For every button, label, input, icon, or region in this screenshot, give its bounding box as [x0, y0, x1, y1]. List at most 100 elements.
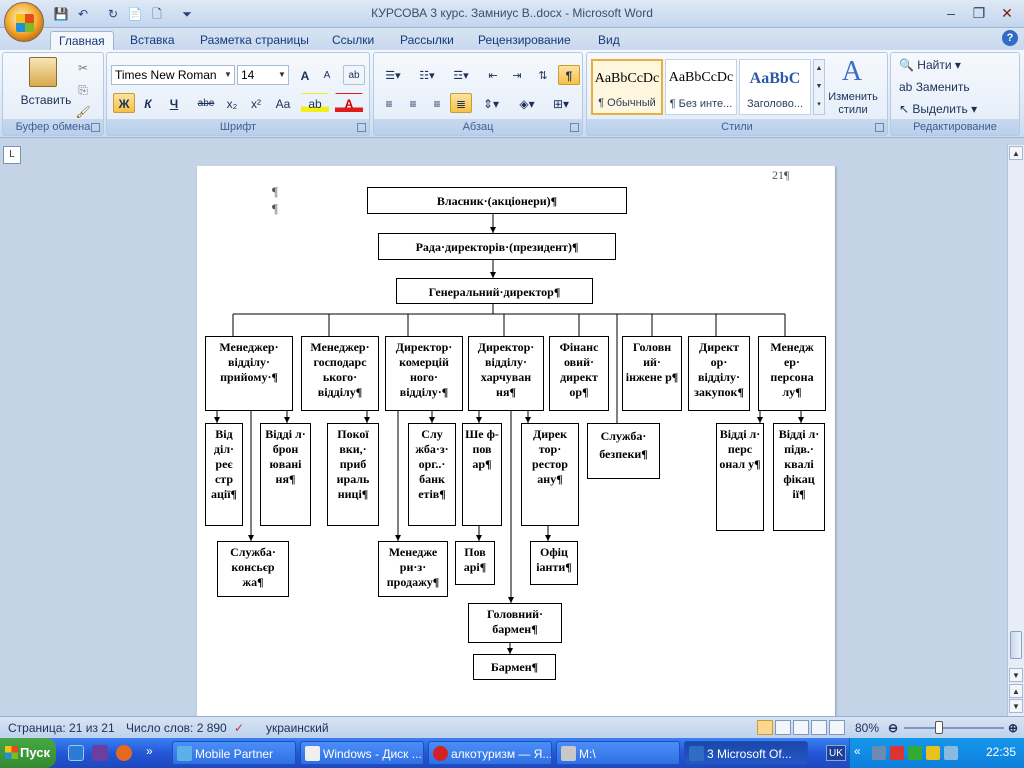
change-case-button[interactable]: Aa	[275, 97, 291, 111]
zoom-in-icon[interactable]: ⊕	[1008, 721, 1019, 735]
font-size-combo[interactable]: 14▼	[237, 65, 289, 85]
font-launcher-icon[interactable]	[357, 123, 366, 132]
clock[interactable]: 22:35	[985, 745, 1016, 759]
volume-icon[interactable]	[944, 746, 958, 760]
subscript-button[interactable]: x₂	[226, 97, 238, 111]
tab-insert[interactable]: Вставка	[130, 33, 175, 47]
style-normal[interactable]: AaBbCcDc ¶ Обычный	[591, 59, 663, 115]
zoom-slider[interactable]	[904, 727, 1004, 729]
align-right-icon[interactable]: ≡	[433, 97, 441, 111]
next-page-icon[interactable]: ▼	[1009, 699, 1023, 713]
scroll-down-icon[interactable]: ▼	[1009, 668, 1023, 682]
numbering-icon[interactable]: ☷▾	[419, 70, 435, 82]
format-painter-icon[interactable]: 🖌	[75, 105, 91, 119]
save-icon[interactable]: 💾	[53, 7, 69, 21]
language-indicator[interactable]: украинский	[266, 721, 329, 735]
scroll-up-icon[interactable]: ▲	[1009, 146, 1023, 160]
tab-home[interactable]: Главная	[50, 31, 114, 50]
tab-review[interactable]: Рецензирование	[478, 33, 571, 47]
task-mobile-partner[interactable]: Mobile Partner	[172, 741, 296, 765]
maximize-button[interactable]: ❐	[972, 5, 986, 21]
copy-icon[interactable]: ⎘	[78, 83, 88, 97]
more-quicklaunch-icon[interactable]: »	[146, 744, 153, 758]
styles-scroll[interactable]: ▲▼▾	[813, 59, 825, 115]
outline-view-icon[interactable]	[811, 720, 827, 735]
align-center-icon[interactable]: ≡	[409, 97, 417, 111]
minimize-button[interactable]: –	[947, 5, 955, 21]
underline-button[interactable]: Ч	[169, 97, 179, 111]
decrease-indent-icon[interactable]: ⇤	[488, 70, 498, 82]
paragraph-launcher-icon[interactable]	[570, 123, 579, 132]
task-microsoft-office[interactable]: 3 Microsoft Of...	[684, 741, 808, 765]
shrink-font-button[interactable]: A	[323, 70, 331, 81]
sort-icon[interactable]: ⇅	[538, 70, 548, 82]
spelling-icon[interactable]: ✓	[234, 721, 245, 735]
tab-stop-selector[interactable]: L	[3, 146, 21, 164]
strikethrough-button[interactable]: abe	[197, 98, 215, 109]
new-document-icon[interactable]: 🗋	[152, 7, 162, 21]
antivirus-icon[interactable]	[890, 746, 904, 760]
select-button[interactable]: ↖ Выделить ▾	[899, 102, 978, 116]
zoom-out-icon[interactable]: ⊖	[888, 721, 899, 735]
draft-view-icon[interactable]	[829, 720, 845, 735]
full-screen-view-icon[interactable]	[775, 720, 791, 735]
undo-icon[interactable]: ↶	[77, 7, 89, 21]
clear-format-button[interactable]: ab	[343, 65, 365, 85]
replace-button[interactable]: ab Заменить	[899, 80, 970, 94]
tray-expand-icon[interactable]: «	[854, 744, 861, 758]
help-icon[interactable]: ?	[1002, 30, 1018, 46]
word-count[interactable]: Число слов: 2 890	[126, 721, 227, 735]
firefox-icon[interactable]	[116, 745, 132, 761]
italic-button[interactable]: К	[144, 97, 152, 111]
tab-page-layout[interactable]: Разметка страницы	[200, 33, 309, 47]
justify-icon[interactable]: ≣	[450, 93, 472, 113]
document-page[interactable]: 21¶ ¶ ¶	[197, 166, 835, 716]
task-browser[interactable]: алкотуризм — Я...	[428, 741, 552, 765]
zoom-level[interactable]: 80%	[855, 721, 880, 735]
page-count[interactable]: Страница: 21 из 21	[8, 721, 115, 735]
borders-icon[interactable]: ⊞▾	[552, 97, 570, 111]
superscript-button[interactable]: x²	[251, 97, 261, 111]
start-button[interactable]: Пуск	[0, 738, 56, 768]
vertical-scrollbar[interactable]: ▲ ▼ ▲ ▼	[1007, 145, 1024, 716]
office-button[interactable]	[4, 2, 44, 42]
find-button[interactable]: 🔍 Найти ▾	[899, 58, 961, 72]
clipboard-launcher-icon[interactable]	[91, 123, 100, 132]
styles-launcher-icon[interactable]	[875, 123, 884, 132]
previous-page-icon[interactable]: ▲	[1009, 684, 1023, 698]
align-left-icon[interactable]: ≡	[385, 97, 393, 111]
style-heading[interactable]: AaBbC Заголово...	[739, 59, 811, 115]
font-color-button[interactable]: A	[335, 93, 363, 113]
update-icon[interactable]	[908, 746, 922, 760]
redo-icon[interactable]: ↻	[107, 7, 119, 21]
security-center-icon[interactable]	[926, 746, 940, 760]
network-icon[interactable]	[872, 746, 886, 760]
print-preview-icon[interactable]: 📄	[127, 7, 143, 21]
tab-mailings[interactable]: Рассылки	[400, 33, 454, 47]
change-styles-icon[interactable]: A	[841, 56, 863, 87]
grow-font-button[interactable]: A	[300, 69, 310, 83]
paste-button[interactable]: Вставить	[20, 93, 72, 107]
ie-icon[interactable]	[68, 745, 84, 761]
tab-references[interactable]: Ссылки	[332, 33, 375, 47]
shading-icon[interactable]: ◈▾	[519, 97, 535, 111]
show-formatting-button[interactable]: ¶	[558, 65, 580, 85]
cut-icon[interactable]: ✂	[77, 61, 89, 75]
change-styles-button[interactable]: Изменить стили	[828, 91, 878, 116]
bold-button[interactable]: Ж	[113, 93, 135, 113]
zoom-slider-thumb[interactable]	[935, 721, 943, 734]
customize-qat-icon[interactable]: ⏷	[182, 7, 192, 21]
increase-indent-icon[interactable]: ⇥	[512, 70, 522, 82]
style-no-spacing[interactable]: AaBbCcDc ¶ Без инте...	[665, 59, 737, 115]
task-drive-m[interactable]: M:\	[556, 741, 680, 765]
scroll-thumb[interactable]	[1010, 631, 1022, 659]
print-layout-view-icon[interactable]	[757, 720, 773, 735]
web-layout-view-icon[interactable]	[793, 720, 809, 735]
multilevel-list-icon[interactable]: ☲▾	[453, 70, 469, 82]
task-windows-disk[interactable]: Windows - Диск ...	[300, 741, 424, 765]
close-button[interactable]: ✕	[1001, 5, 1013, 21]
language-bar[interactable]: UK	[826, 745, 846, 761]
paste-icon[interactable]	[29, 57, 57, 87]
highlight-button[interactable]: ab	[301, 93, 329, 113]
bullets-icon[interactable]: ☰▾	[385, 70, 401, 82]
